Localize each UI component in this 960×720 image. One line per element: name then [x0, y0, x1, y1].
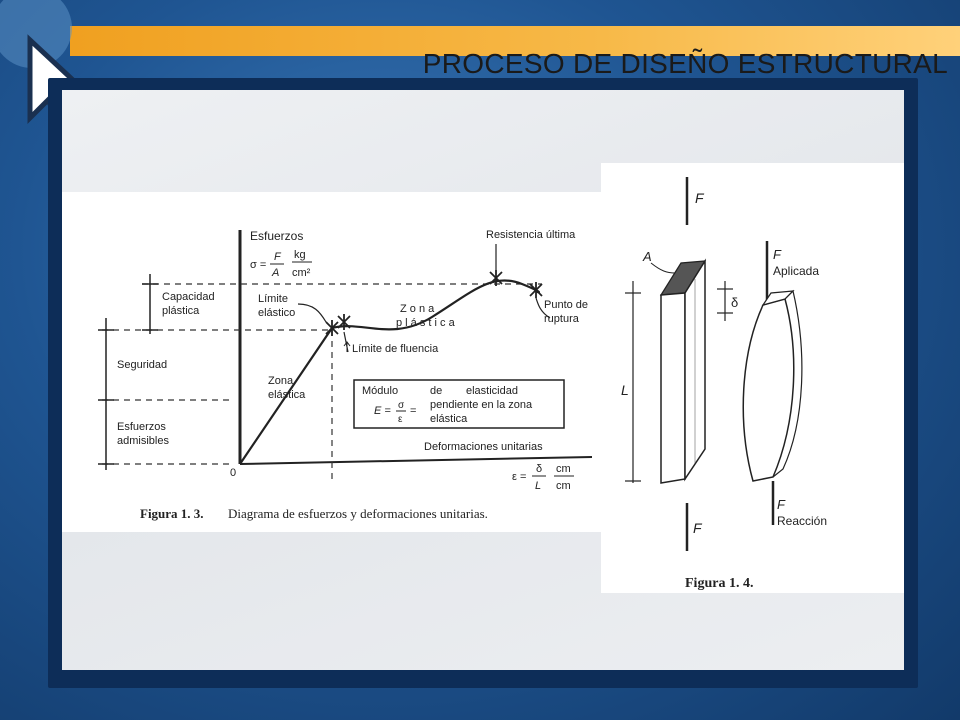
area-label: A: [642, 249, 652, 264]
applied-force-label: F: [773, 247, 782, 262]
caption-14: Figura 1. 4.: [685, 576, 753, 591]
epsilon-den: L: [535, 480, 541, 492]
elastic-limit-marker: [325, 320, 339, 336]
modulus-e-num: σ: [398, 400, 405, 411]
capacity-label-1: Capacidad: [162, 291, 215, 303]
modulus-box: [353, 379, 565, 429]
yield-label: Límite de fluencia: [352, 343, 439, 355]
elastic-limit-leader: [297, 303, 327, 323]
sigma-num: F: [274, 251, 282, 263]
delta-label: δ: [731, 295, 738, 310]
column-load-diagram: F A L F Aplicada δ F Reacción F Figu: [621, 177, 827, 591]
ultimate-label: Resistencia última: [486, 229, 576, 241]
top-force-label: F: [695, 190, 705, 206]
yield-limit-marker: [337, 314, 351, 330]
reaction-label: Reacción: [777, 514, 827, 528]
reaction-force-label: F: [777, 497, 786, 512]
modulus-word-1: Módulo: [362, 385, 398, 397]
modulus-word-3: elasticidad: [466, 385, 518, 397]
modulus-line-3: elástica: [430, 413, 468, 425]
elastic-zone-label-1: Zona: [268, 375, 294, 387]
modulus-e-den: ε: [398, 414, 403, 425]
x-axis-label: Deformaciones unitarias: [424, 441, 543, 453]
elastic-limit-label-1: Límite: [258, 293, 288, 305]
stress-strain-diagram: Esfuerzos σ = F A kg cm² Capacidad plást…: [98, 229, 593, 521]
ultimate-marker: [489, 270, 503, 286]
elastic-zone-label-2: elástica: [268, 389, 306, 401]
rupture-leader: [535, 297, 551, 319]
column-front-face: [660, 292, 686, 484]
capacity-label-2: plástica: [162, 305, 200, 317]
sigma-den: A: [271, 267, 279, 279]
length-label: L: [621, 382, 629, 398]
header-bar: PROCESO DE DISEÑO ESTRUCTURAL: [70, 26, 960, 79]
logo-circle: [0, 0, 72, 68]
page-title: PROCESO DE DISEÑO ESTRUCTURAL: [422, 48, 948, 79]
elastic-limit-label-2: elástico: [258, 307, 295, 319]
rupture-label-2: ruptura: [544, 313, 580, 325]
figure-1-3: Esfuerzos σ = F A kg cm² Capacidad plást…: [62, 192, 602, 532]
rupture-marker: [529, 282, 543, 298]
caption-13-bold: Figura 1. 3.: [140, 506, 204, 521]
modulus-e-lhs: E =: [374, 405, 391, 417]
applied-label: Aplicada: [773, 264, 819, 278]
origin-label: 0: [230, 467, 236, 479]
y-axis-label: Esfuerzos: [250, 229, 303, 243]
allowable-label-2: admisibles: [117, 435, 169, 447]
sigma-unit-den: cm²: [292, 267, 311, 279]
epsilon-num: δ: [536, 463, 542, 475]
modulus-line-2: pendiente en la zona: [430, 399, 533, 411]
rupture-label-1: Punto de: [544, 299, 588, 311]
x-axis: [239, 456, 593, 465]
safety-label: Seguridad: [117, 359, 167, 371]
sigma-unit-num: kg: [294, 249, 306, 261]
modulus-e-eq: =: [410, 405, 416, 417]
allowable-label-1: Esfuerzos: [117, 421, 166, 433]
buckled-column: [742, 298, 795, 482]
plastic-zone-label-2: p l á s t i c a: [396, 317, 456, 329]
epsilon-unit-num: cm: [556, 463, 571, 475]
caption-13-text: Diagrama de esfuerzos y deformaciones un…: [228, 506, 488, 521]
sigma-lhs: σ =: [250, 259, 266, 271]
plastic-zone-label-1: Z o n a: [400, 303, 435, 315]
figure-1-4: F A L F Aplicada δ F Reacción F Figu: [601, 163, 904, 593]
epsilon-unit-den: cm: [556, 480, 571, 492]
epsilon-lhs: ε =: [512, 471, 526, 483]
bottom-force-label: F: [693, 520, 703, 536]
modulus-word-2: de: [430, 385, 442, 397]
